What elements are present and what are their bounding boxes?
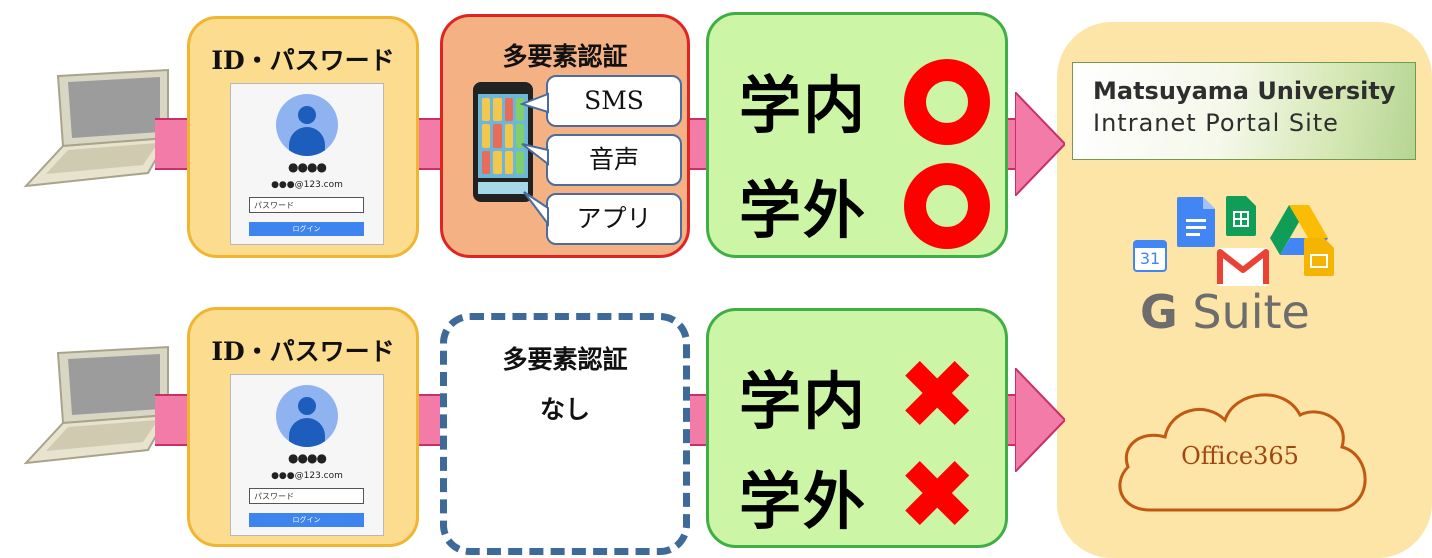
gsuite-logo: G Suite [1140, 285, 1310, 339]
on-campus-label: 学内 [739, 69, 868, 142]
login-button[interactable]: ログイン [249, 222, 364, 236]
laptop-icon [23, 68, 170, 188]
on-campus-label: 学内 [739, 365, 868, 438]
google-sheets-icon [1226, 196, 1256, 236]
mfa-title: 多要素認証 [502, 345, 628, 374]
arrow-right-icon [1015, 92, 1065, 196]
login-screen: ●●●● ●●●@123.com パスワード ログイン [230, 83, 384, 245]
laptop-icon [23, 345, 170, 465]
portal-banner[interactable]: Matsuyama University Intranet Portal Sit… [1072, 62, 1416, 160]
gmail-icon [1217, 248, 1269, 286]
arrow-right-icon [1015, 368, 1065, 472]
mfa-none-label: なし [539, 395, 590, 424]
id-password-card: ID・パスワード ●●●● ●●●@123.com パスワード ログイン [187, 307, 419, 547]
portal-title: Matsuyama University [1093, 77, 1396, 105]
email-text: ●●●@123.com [271, 471, 343, 481]
access-result-box: 学内 学外 ✖ ✖ [706, 308, 1008, 548]
card-title: ID・パスワード [211, 46, 395, 75]
callout-tails [520, 92, 549, 227]
method-app: アプリ [546, 193, 682, 245]
username-dots: ●●●● [288, 451, 327, 465]
method-voice: 音声 [546, 134, 682, 186]
method-sms: SMS [546, 75, 682, 127]
allowed-circle-icon [904, 59, 990, 145]
calendar-day: 31 [1139, 249, 1161, 268]
no-mfa-box: 多要素認証 なし [440, 313, 690, 555]
password-field[interactable]: パスワード [249, 197, 364, 213]
office365-label[interactable]: Office365 [1181, 442, 1299, 470]
off-campus-label: 学外 [739, 465, 868, 538]
gsuite-wordmark: Suite [1177, 285, 1310, 339]
avatar-icon [276, 94, 338, 156]
allowed-circle-icon [904, 163, 990, 249]
google-docs-icon [1177, 197, 1215, 247]
cloud-icon [1118, 393, 1367, 512]
login-button[interactable]: ログイン [249, 513, 364, 527]
login-screen: ●●●● ●●●@123.com パスワード ログイン [230, 374, 384, 536]
gsuite-g: G [1140, 285, 1178, 339]
avatar-icon [276, 385, 338, 447]
denied-cross-icon: ✖ [897, 339, 978, 451]
password-field[interactable]: パスワード [249, 488, 364, 504]
username-dots: ●●●● [288, 160, 327, 174]
google-slides-icon [1304, 238, 1334, 276]
card-title: ID・パスワード [211, 337, 395, 366]
mfa-title: 多要素認証 [502, 42, 628, 71]
off-campus-label: 学外 [739, 174, 868, 247]
id-password-card: ID・パスワード ●●●● ●●●@123.com パスワード ログイン [187, 16, 419, 258]
email-text: ●●●@123.com [271, 180, 343, 190]
denied-cross-icon: ✖ [897, 439, 978, 551]
google-calendar-icon: 31 [1133, 240, 1167, 272]
portal-subtitle: Intranet Portal Site [1093, 109, 1339, 137]
access-result-box: 学内 学外 [706, 12, 1008, 258]
smartphone-icon [473, 82, 533, 202]
